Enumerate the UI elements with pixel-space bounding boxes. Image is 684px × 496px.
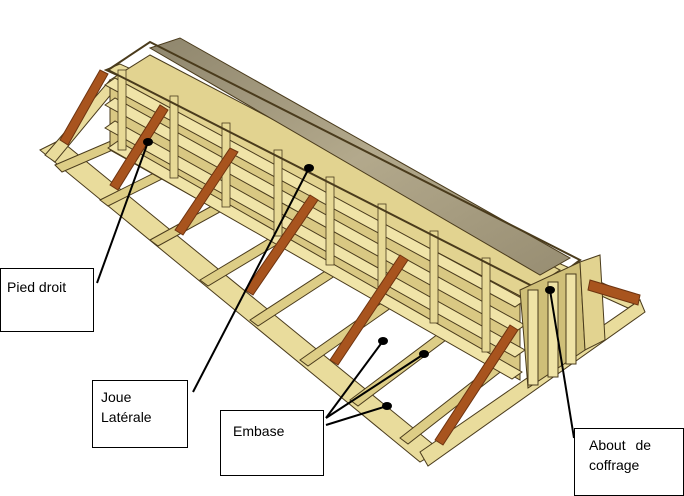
leader-embase-1 — [325, 340, 384, 419]
label-pied-droit-text: Pied droit — [7, 279, 67, 295]
leader-pied-droit — [96, 141, 149, 284]
studs — [117, 69, 491, 353]
label-joue-line2: Latérale — [101, 409, 152, 425]
leader-joue-laterale — [192, 167, 310, 393]
leader-lines — [96, 141, 575, 439]
label-about-line1: About de — [589, 437, 652, 453]
label-embase-text: Embase — [233, 423, 285, 439]
leader-embase-3 — [325, 405, 388, 426]
label-pied-droit: Pied droit — [0, 268, 94, 332]
label-joue-laterale: Joue Latérale — [92, 380, 188, 448]
diagonal-struts — [59, 69, 641, 446]
leader-embase-2 — [325, 353, 425, 419]
end-formwork — [519, 254, 606, 389]
label-embase: Embase — [220, 410, 324, 476]
label-joue-line1: Joue — [101, 389, 132, 405]
leader-about — [549, 289, 575, 439]
label-about-de-coffrage: About de coffrage — [574, 428, 684, 496]
top-rail — [106, 40, 582, 292]
leader-dots — [143, 138, 555, 410]
label-about-line2: coffrage — [589, 457, 640, 473]
concrete-trough — [148, 37, 572, 276]
walers — [104, 77, 526, 380]
